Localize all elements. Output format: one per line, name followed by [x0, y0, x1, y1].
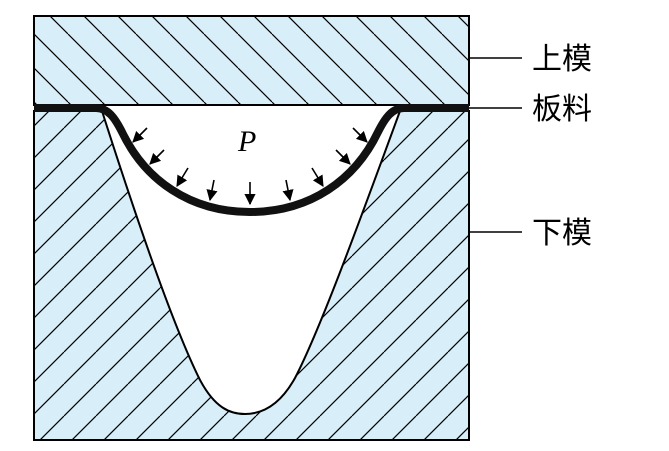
pressure-arrow	[149, 149, 165, 165]
upper-die-label: 上模	[532, 42, 592, 77]
label-lower-die: 下模	[469, 216, 592, 251]
pressure-arrow	[132, 127, 148, 143]
pressure-arrow	[176, 167, 189, 187]
lower-die-label: 下模	[532, 216, 592, 251]
die-cavity-outline	[101, 110, 401, 416]
sheet-blank	[34, 104, 469, 216]
pressure-arrow	[311, 167, 324, 187]
sheet-label: 板料	[532, 92, 592, 127]
pressure-region	[102, 108, 400, 212]
pressure-label: P	[237, 125, 256, 158]
label-upper-die: 上模	[469, 42, 592, 77]
label-sheet: 板料	[469, 92, 592, 127]
pressure-arrows	[132, 127, 368, 206]
pressure-arrow	[282, 179, 294, 202]
upper-die	[33, 15, 470, 106]
pressure-arrow	[206, 179, 218, 202]
pressure-arrow	[352, 127, 368, 143]
pressure-arrow	[335, 149, 351, 165]
